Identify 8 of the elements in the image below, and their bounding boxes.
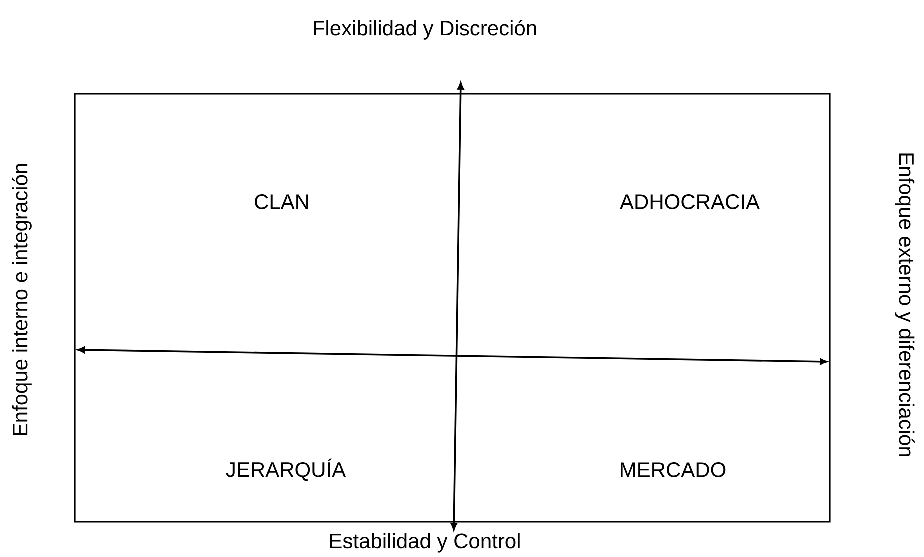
axis-label: Flexibilidad y Discreción [314, 20, 536, 40]
quadrant-label: MERCADO [621, 462, 726, 478]
quadrant-label: JERARQUÍA [226, 458, 346, 482]
quadrant-label: CLAN [255, 194, 308, 210]
quadrant-label: ADHOCRACIA [620, 194, 760, 210]
axis-label: Enfoque interno e integración [12, 164, 32, 436]
axis-label: Enfoque externo y diferenciación [895, 154, 915, 456]
axis-label: Estabilidad y Control [330, 533, 520, 553]
